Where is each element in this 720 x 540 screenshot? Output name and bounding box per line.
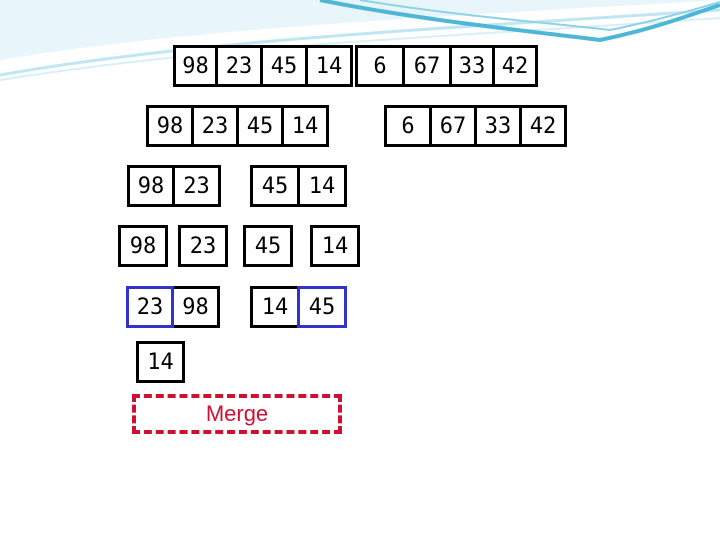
array-row-level3-d: 14 [310, 225, 360, 267]
array-row-level0-left: 98 23 45 14 [173, 45, 353, 87]
array-cell: 23 [178, 225, 228, 267]
array-row-level1-left: 98 23 45 14 [146, 105, 329, 147]
array-cell: 98 [171, 286, 220, 328]
array-row-level3-a: 98 [118, 225, 168, 267]
array-row-level4-a: 23 98 [126, 286, 220, 328]
array-cell: 98 [173, 45, 218, 87]
highlighted-array-cell: 45 [297, 286, 347, 328]
array-row-level1-right: 6 67 33 42 [384, 105, 567, 147]
array-cell: 14 [305, 45, 353, 87]
array-row-level4-b: 14 45 [250, 286, 347, 328]
array-cell: 98 [127, 165, 175, 207]
array-row-level3-c: 45 [243, 225, 293, 267]
array-cell: 42 [492, 45, 538, 87]
array-cell: 14 [310, 225, 360, 267]
array-row-level3-b: 23 [178, 225, 228, 267]
array-cell: 98 [146, 105, 194, 147]
merge-label: Merge [206, 401, 268, 427]
array-row-level5-a: 14 [136, 341, 185, 383]
array-row-level2-b: 45 14 [250, 165, 347, 207]
array-cell: 67 [429, 105, 477, 147]
array-cell: 67 [402, 45, 452, 87]
array-cell: 14 [136, 341, 185, 383]
array-cell: 6 [355, 45, 405, 87]
array-cell: 23 [215, 45, 263, 87]
array-row-level2-a: 98 23 [127, 165, 221, 207]
merge-box: Merge [132, 394, 342, 434]
array-cell: 45 [243, 225, 293, 267]
highlighted-array-cell: 23 [126, 286, 174, 328]
array-cell: 6 [384, 105, 432, 147]
array-cell: 23 [191, 105, 239, 147]
array-cell: 45 [250, 165, 300, 207]
array-cell: 23 [172, 165, 221, 207]
array-cell: 14 [297, 165, 347, 207]
array-cell: 98 [118, 225, 168, 267]
array-cell: 42 [519, 105, 567, 147]
array-cell: 14 [281, 105, 329, 147]
array-cell: 14 [250, 286, 300, 328]
array-cell: 33 [449, 45, 495, 87]
array-cell: 33 [474, 105, 522, 147]
array-row-level0-right: 6 67 33 42 [355, 45, 538, 87]
array-cell: 45 [236, 105, 284, 147]
array-cell: 45 [260, 45, 308, 87]
